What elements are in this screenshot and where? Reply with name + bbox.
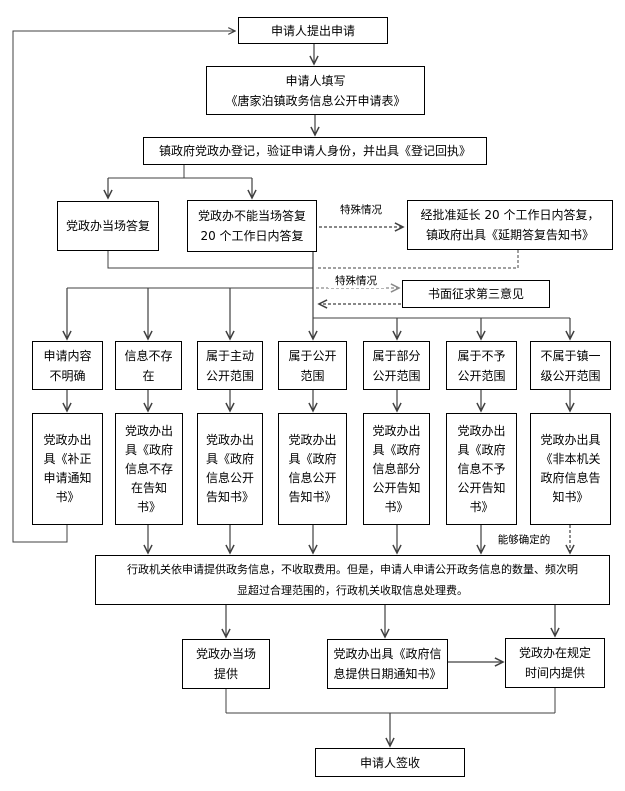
node-out-open-notice-1: 党政办出 具《政府 信息公开 告知书》 [197,413,263,525]
node-out-not-exist-notice: 党政办出 具《政府 信息不存 在告知 书》 [115,413,183,525]
node-cat-open-scope: 属于公开 范围 [278,341,347,390]
label-special-case-top: 特殊情况 [333,204,389,217]
node-cat-partial-scope: 属于部分 公开范围 [363,341,430,390]
node-cat-not-open-scope: 属于不予 公开范围 [446,341,517,390]
node-provide-date-notice: 党政办出具《政府信 息提供日期通知书》 [327,639,448,689]
node-cannot-onsite-reply: 党政办不能当场答复 20 个工作日内答复 [187,200,317,252]
node-provide-onsite: 党政办当场 提供 [182,639,270,689]
node-cat-unclear: 申请内容 不明确 [32,341,103,390]
node-cat-not-exist: 信息不存 在 [115,341,182,390]
node-provide-scheduled: 党政办在规定 时间内提供 [505,638,605,688]
label-determinable: 能够确定的 [492,534,556,547]
node-out-supplement-notice: 党政办出 具《补正 申请通知 书》 [32,413,103,525]
node-cat-proactive-scope: 属于主动 公开范围 [197,341,263,390]
node-submit-application: 申请人提出申请 [238,17,388,44]
node-fee-statement: 行政机关依申请提供政务信息，不收取费用。但是，申请人申请公开政务信息的数量、频次… [95,555,610,605]
label-special-case-mid: 特殊情况 [328,275,384,288]
node-register-verify: 镇政府党政办登记，验证申请人身份，并出具《登记回执》 [143,137,487,165]
node-out-open-notice-2: 党政办出 具《政府 信息公开 告知书》 [278,413,347,525]
node-extended-reply: 经批准延长 20 个工作日内答复， 镇政府出具《延期答复告知书》 [407,200,613,250]
node-out-partial-notice: 党政办出 具《政府 信息部分 公开告知 书》 [363,413,430,525]
node-fill-form: 申请人填写 《唐家泊镇政务信息公开申请表》 [206,66,425,115]
node-written-third-opinion: 书面征求第三意见 [402,280,550,308]
node-out-refuse-notice: 党政办出 具《政府 信息不予 公开告知 书》 [446,413,517,525]
node-out-other-agency-notice: 党政办出具 《非本机关 政府信息告 知书》 [530,413,611,525]
node-sign-receipt: 申请人签收 [315,748,465,777]
node-cat-not-town-scope: 不属于镇一 级公开范围 [530,341,611,390]
node-onsite-reply: 党政办当场答复 [57,201,159,251]
